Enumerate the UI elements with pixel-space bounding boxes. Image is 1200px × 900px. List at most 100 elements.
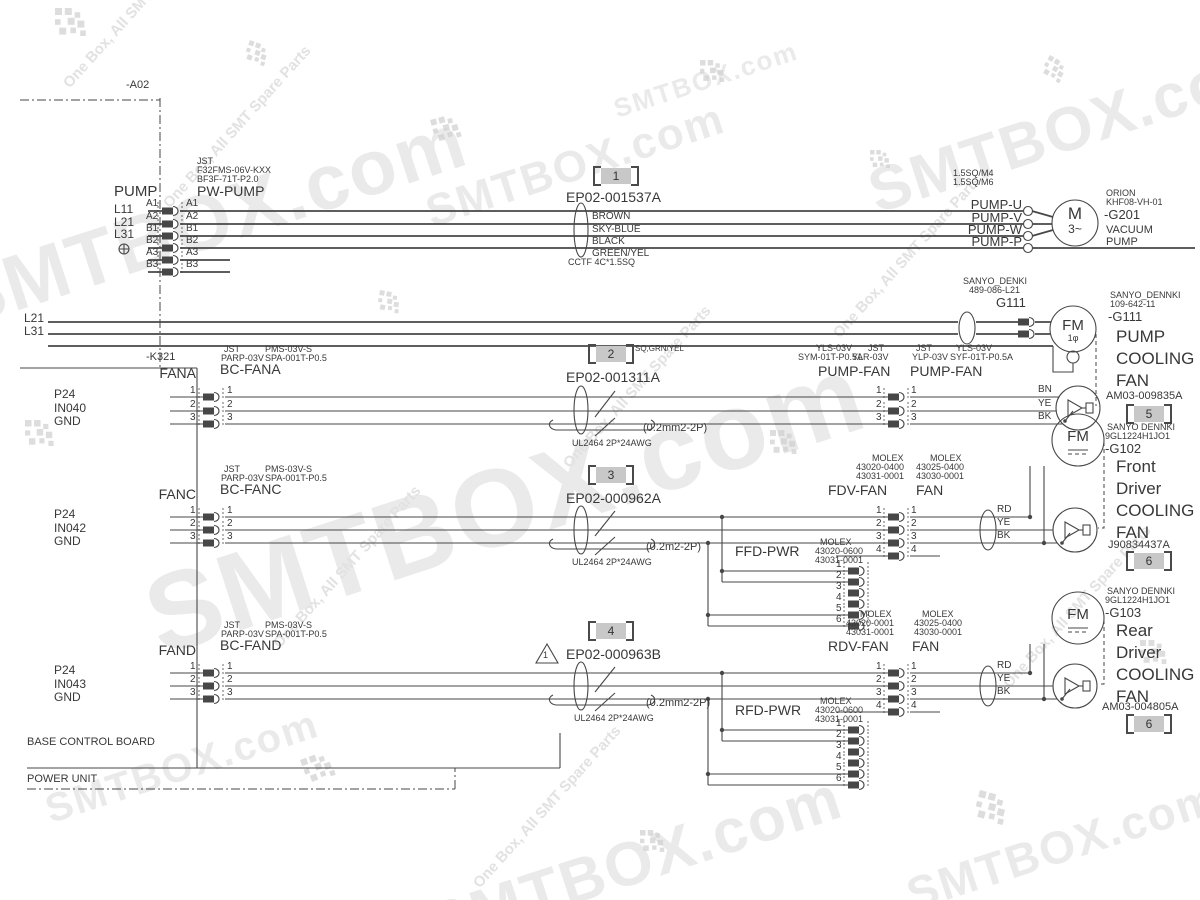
connector-name: BC-FAND: [220, 637, 282, 653]
connector-part: PMS-03V-S: [265, 620, 313, 630]
lug-note: 1.5SQ/M4: [953, 168, 994, 178]
connector-part: YLS-03V: [816, 343, 853, 353]
motor-tag: -G201: [1104, 207, 1141, 222]
pin-number: 2: [190, 518, 196, 529]
motor-desc: VACUUM: [1106, 224, 1153, 236]
thermal-contact-wire: [1052, 346, 1074, 373]
cable-spec: UL2464 2P*24AWG: [574, 713, 654, 723]
fanc-branch-wires: [707, 466, 1045, 627]
connector-mfr: JST: [197, 156, 214, 166]
power-unit-boundary: [20, 98, 456, 790]
pin-label: B2: [186, 235, 199, 246]
fan-tag: -G103: [1105, 605, 1142, 620]
pump-fan-sensor-circle: [1055, 385, 1101, 431]
pin-number: 1: [876, 385, 882, 396]
pin-number: 2: [190, 399, 196, 410]
motor-mfr: ORION: [1106, 188, 1136, 198]
wire-color-label: BK: [997, 686, 1011, 697]
fan-tag: -G102: [1105, 441, 1142, 456]
pin-number: 4: [836, 751, 842, 762]
fanc-port-name: FANC: [158, 486, 196, 502]
fana-port-name: FANA: [159, 365, 196, 381]
ref-box-6b: 6: [1126, 714, 1172, 734]
wire-color-label: BK: [997, 530, 1011, 541]
pin-number: 1: [190, 385, 196, 396]
pin-label: A3: [146, 247, 159, 258]
ref-number: 3: [596, 467, 626, 483]
fan-code: AM03-009835A: [1106, 390, 1183, 402]
pin-number: 2: [911, 399, 917, 410]
phase-label: L11: [114, 202, 134, 216]
fan-motor-symbol: FM: [1062, 317, 1084, 334]
fan-model: 9GL1224H1JO1: [1105, 431, 1171, 441]
ref-box-1: 1: [593, 166, 639, 186]
connector-part: PMS-03V-S: [265, 344, 313, 354]
fand-branch-wires: [707, 644, 1045, 786]
connector-mfr: JST: [224, 464, 241, 474]
pin-number: 1: [836, 718, 842, 729]
fan-desc: FAN: [1116, 371, 1150, 390]
wire-color-label: YE: [997, 673, 1011, 684]
fan-code: J90834437A: [1108, 539, 1170, 551]
connector-name: PW-PUMP: [197, 183, 265, 199]
connector-mfr: MOLEX: [820, 696, 852, 706]
pin-number: 2: [227, 518, 233, 529]
terminal-label: PUMP-U: [970, 197, 1022, 212]
cable-spec: UL2464 2P*24AWG: [572, 438, 652, 448]
pin-number: 3: [227, 531, 233, 542]
fand-wires: [170, 672, 1057, 713]
connector-part: 43020-0600: [815, 546, 864, 556]
pin-number: 3: [190, 412, 196, 423]
ref-box-5: 5: [1126, 404, 1172, 424]
ref-box-4: 4: [588, 621, 634, 641]
plug-mfr: SANYO_DENKI: [963, 276, 1028, 286]
connector-name: PUMP-FAN: [910, 363, 983, 379]
pin-number: 1: [876, 661, 882, 672]
earth-symbol: [118, 243, 130, 255]
connector-part: 43031-0001: [856, 471, 905, 481]
pin-label: B2: [146, 235, 159, 246]
fan-mfr: SANYO DENNKI: [1107, 422, 1176, 432]
power-unit-label: POWER UNIT: [27, 773, 98, 785]
connector-part: SYM-01T-P0.5A: [798, 352, 864, 362]
ref-number: 6: [1134, 716, 1164, 732]
pump-block-title: PUMP: [114, 183, 158, 200]
connector-part: F32FMS-06V-KXX: [197, 165, 272, 175]
fan-desc: Driver: [1116, 643, 1162, 662]
pin-number: 2: [876, 518, 882, 529]
fan-mfr: SANYO DENNKI: [1107, 586, 1176, 596]
pump-cable-oval: [573, 202, 589, 258]
harness-code: EP02-001311A: [566, 369, 660, 385]
connector-mfr: MOLEX: [820, 537, 852, 547]
pin-number: 2: [227, 674, 233, 685]
connector-mfr: MOLEX: [922, 609, 954, 619]
connector-part: 43031-0001: [815, 714, 864, 724]
fdv-cable-oval: [979, 509, 997, 551]
pin-number: 1: [911, 661, 917, 672]
harness-code: EP02-001537A: [566, 189, 661, 205]
pin-number: 1: [190, 505, 196, 516]
gauge-note: (0.2mm2-2P): [643, 422, 708, 434]
pin-label: B1: [186, 223, 199, 234]
pin-number: 3: [227, 412, 233, 423]
signal-label: IN040: [54, 401, 87, 415]
pin-label: A2: [186, 211, 199, 222]
wire-color-label: YE: [1038, 398, 1052, 409]
connector-name: BC-FANA: [220, 361, 281, 377]
pin-number: 1: [227, 661, 233, 672]
connector-name: BC-FANC: [220, 481, 282, 497]
pin-number: 6: [836, 773, 842, 784]
wire-color-label: BLACK: [592, 236, 625, 247]
pin-number: 2: [911, 518, 917, 529]
pin-number: 4: [876, 700, 882, 711]
connector-part: BF3F-71T-P2.0: [197, 174, 259, 184]
signal-label: P24: [54, 507, 76, 521]
fan-desc: PUMP: [1116, 327, 1166, 346]
pin-label: B3: [146, 259, 159, 270]
fan-desc: Driver: [1116, 479, 1162, 498]
lug-note: 1.5SQ/M6: [953, 177, 994, 187]
connector-name: PUMP-FAN: [818, 363, 891, 379]
fand-port-name: FAND: [158, 642, 196, 658]
